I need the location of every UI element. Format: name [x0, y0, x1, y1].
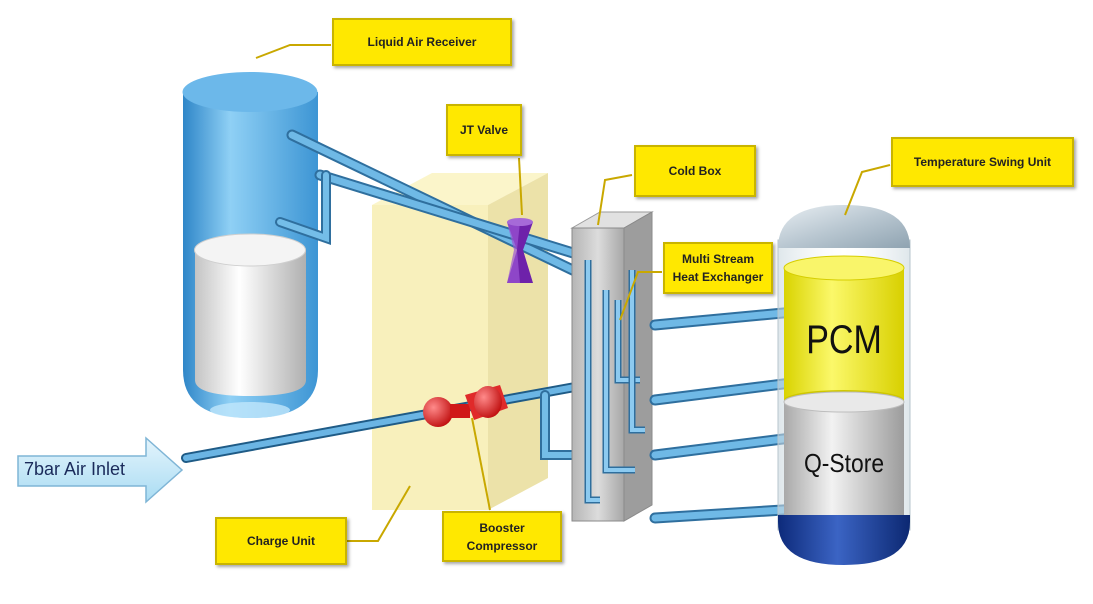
- multi-stream-heat-exchanger-label: Multi Stream Heat Exchanger: [663, 242, 773, 294]
- temperature-swing-unit-label: Temperature Swing Unit: [891, 137, 1074, 187]
- cold-box: [570, 211, 654, 522]
- charge-unit-label: Charge Unit: [215, 517, 347, 565]
- cold-box-label: Cold Box: [634, 145, 756, 197]
- air-inlet-label: 7bar Air Inlet: [24, 459, 126, 479]
- heat-exchanger-pipes: [584, 260, 645, 504]
- leader-lines: [255, 44, 891, 542]
- q-store-label: Q-Store: [803, 448, 885, 478]
- booster-compressor-label: Booster Compressor: [442, 511, 562, 562]
- liquid-air-receiver: [182, 72, 318, 418]
- charge-unit-box: [372, 173, 548, 510]
- jt-valve: [507, 218, 533, 283]
- liquid-air-receiver-label: Liquid Air Receiver: [332, 18, 512, 66]
- booster-compressor: [423, 385, 508, 427]
- temperature-swing-unit: [777, 205, 911, 565]
- inlet-arrow: [17, 436, 184, 504]
- pcm-label: PCM: [806, 318, 882, 362]
- inlet-pipe: [181, 382, 585, 463]
- jt-valve-label: JT Valve: [446, 104, 522, 156]
